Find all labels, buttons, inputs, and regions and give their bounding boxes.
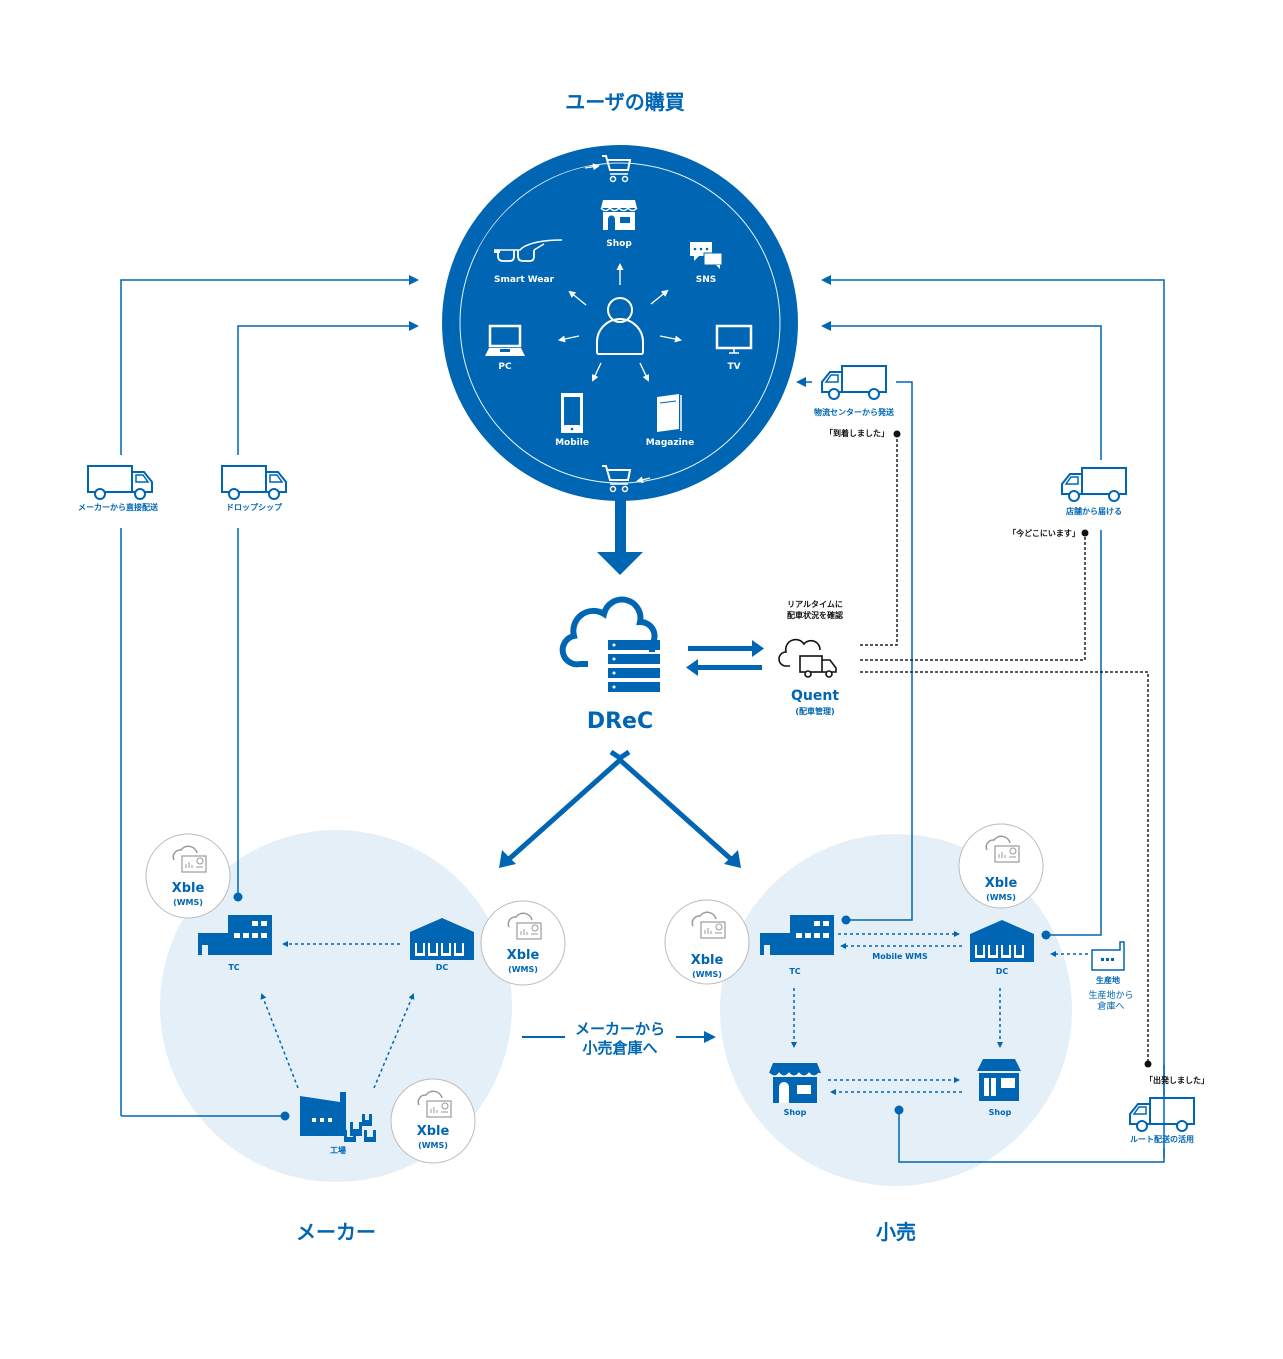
channel-shop-label: Shop	[606, 239, 632, 249]
truck-icon	[821, 365, 887, 400]
status-departed: 「出発しました」	[1145, 1076, 1209, 1085]
quent-caption-2: 配車状況を確認	[787, 611, 843, 620]
cart-icon	[602, 465, 632, 493]
transfer-line-2: 小売倉庫へ	[582, 1039, 658, 1057]
maker-dc-label: DC	[435, 963, 449, 972]
route-center-label: 物流センターから発送	[814, 408, 894, 417]
status-arrived: 「到着しました」	[825, 429, 889, 438]
xble-name: Xble	[416, 1124, 450, 1139]
smart-glasses-icon	[494, 239, 563, 262]
tv-icon	[715, 324, 753, 354]
xble-sub: (WMS)	[986, 893, 1016, 902]
route-dropship-label: ドロップシップ	[226, 503, 282, 512]
xble-name: Xble	[984, 876, 1018, 891]
transfer-line-1: メーカーから	[574, 1020, 666, 1038]
shop-icon	[600, 200, 638, 230]
origin-note-1: 生産地から	[1088, 991, 1134, 1001]
magazine-icon	[657, 394, 682, 432]
user-icon	[596, 297, 644, 355]
retail-dc-label: DC	[995, 967, 1009, 976]
origin-note-2: 倉庫へ	[1097, 1002, 1125, 1012]
maker-dc-icon	[410, 918, 474, 960]
quent-truck-cloud-icon	[778, 638, 837, 678]
status-where: 「今どこにいます」	[1008, 529, 1080, 538]
channel-pc-label: PC	[498, 362, 512, 372]
truck-icon	[1129, 1097, 1195, 1132]
shop1-label: Shop	[783, 1108, 807, 1117]
retail-dc-icon	[970, 920, 1034, 962]
route-store-label: 店舗から届ける	[1066, 507, 1122, 516]
route-route-label: ルート配送の活用	[1130, 1135, 1194, 1144]
laptop-icon	[485, 324, 525, 356]
route-direct-label: メーカーから直接配送	[78, 503, 158, 512]
retail-title: 小売	[876, 1220, 916, 1244]
drec-label: DReC	[586, 709, 654, 734]
factory-label: 工場	[330, 1146, 346, 1155]
maker-tc-icon	[198, 915, 272, 955]
quent-sub: (配車管理)	[795, 707, 835, 716]
page-title: ユーザの購買	[565, 90, 685, 114]
factory-icon	[300, 1092, 376, 1142]
xble-sub: (WMS)	[418, 1141, 448, 1150]
truck-icon	[1061, 467, 1127, 502]
channel-tv-label: TV	[727, 362, 741, 372]
origin-factory-icon	[1091, 941, 1125, 971]
mobile-icon	[561, 393, 583, 433]
xble-name: Xble	[506, 948, 540, 963]
mobile-wms-label: Mobile WMS	[872, 952, 928, 961]
cart-icon	[602, 155, 632, 183]
shop2-label: Shop	[988, 1108, 1012, 1117]
xble-name: Xble	[171, 881, 205, 896]
channel-magazine-label: Magazine	[645, 438, 695, 448]
xble-sub: (WMS)	[508, 965, 538, 974]
chat-icon	[690, 242, 723, 269]
channel-sns-label: SNS	[695, 275, 717, 285]
channel-mobile-label: Mobile	[555, 438, 589, 448]
maker-tc-label: TC	[228, 963, 240, 972]
channel-smartwear-label: Smart Wear	[493, 275, 555, 285]
xble-sub: (WMS)	[692, 970, 722, 979]
maker-title: メーカー	[296, 1220, 376, 1244]
origin-label: 生産地	[1096, 976, 1120, 985]
shop-icon	[768, 1062, 822, 1104]
drec-cloud-icon	[559, 596, 660, 692]
quent-label: Quent	[790, 688, 840, 704]
xble-sub: (WMS)	[173, 898, 203, 907]
truck-icon	[87, 465, 153, 500]
quent-caption-1: リアルタイムに	[787, 600, 843, 609]
shop-icon	[977, 1059, 1021, 1101]
truck-icon	[221, 465, 287, 500]
retail-tc-icon	[760, 915, 834, 955]
xble-name: Xble	[690, 953, 724, 968]
retail-tc-label: TC	[789, 967, 801, 976]
